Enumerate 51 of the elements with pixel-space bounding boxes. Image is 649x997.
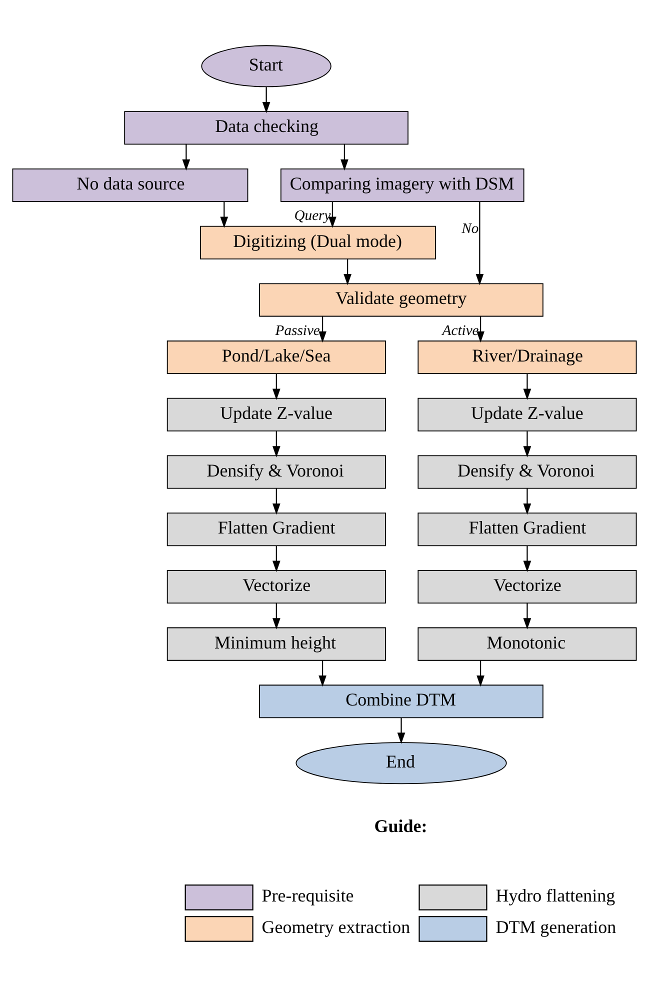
legend-label: DTM generation [496, 916, 616, 937]
arrow [272, 430, 280, 457]
arrow [182, 144, 190, 170]
node-box: Vectorize [166, 569, 386, 603]
edge-label: Active [442, 322, 479, 338]
arrow [340, 144, 348, 170]
arrow [523, 488, 532, 514]
node-ellipse: End [296, 742, 507, 784]
node-box: Vectorize [418, 569, 637, 603]
arrow [272, 488, 280, 514]
node-box: Densify & Voronoi [418, 454, 637, 488]
node-box: River/Drainage [418, 340, 637, 374]
node-ellipse: Start [201, 44, 332, 87]
arrow [344, 258, 352, 285]
legend-label: Hydro flattening [496, 885, 616, 906]
arrow [476, 316, 484, 342]
edge-label: Passive [275, 322, 320, 338]
arrow [328, 201, 336, 228]
arrow [523, 373, 532, 400]
node-box: Update Z-value [418, 397, 637, 431]
node-box: No data source [12, 168, 248, 202]
legend-label: Pre-requisite [262, 885, 354, 906]
arrow [523, 545, 532, 572]
arrow [272, 545, 280, 572]
arrow [220, 201, 228, 228]
arrow [523, 430, 532, 457]
arrow [272, 602, 280, 629]
node-box: Flatten Gradient [166, 512, 386, 546]
arrow [476, 201, 484, 285]
arrow [476, 660, 484, 686]
node-box: Monotonic [418, 626, 637, 660]
arrow [318, 660, 326, 686]
edge-label: No [462, 220, 479, 236]
edge-label: Query [294, 208, 331, 224]
node-box: Comparing imagery with DSM [280, 168, 524, 202]
node-box: Pond/Lake/Sea [166, 340, 386, 374]
arrow [272, 373, 280, 400]
node-box: Minimum height [166, 626, 386, 660]
arrow [397, 717, 406, 744]
node-box: Densify & Voronoi [166, 454, 386, 488]
node-box: Digitizing (Dual mode) [200, 225, 436, 259]
legend-label: Geometry extraction [262, 916, 410, 937]
label: Guide: [374, 815, 428, 836]
node-box: Data checking [124, 110, 408, 144]
arrow [523, 602, 532, 629]
arrow [318, 316, 326, 342]
node-box: Update Z-value [166, 397, 386, 431]
arrow [262, 86, 270, 113]
node-box: Validate geometry [259, 282, 544, 316]
node-box: Combine DTM [259, 684, 544, 718]
node-box: Flatten Gradient [418, 512, 637, 546]
